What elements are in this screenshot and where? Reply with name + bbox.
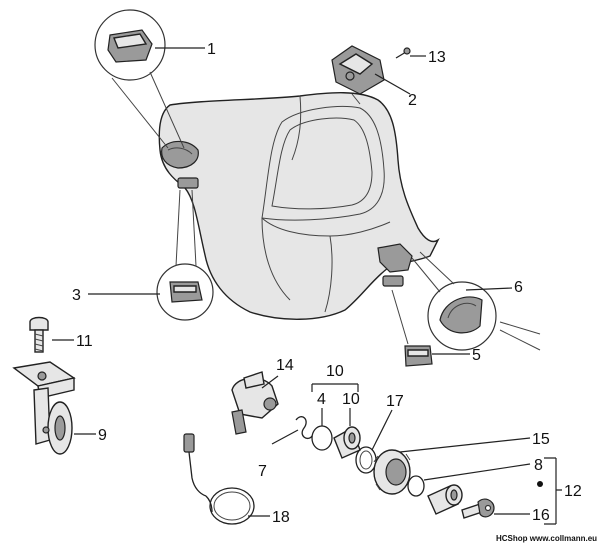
- washer-part-8: [407, 475, 425, 497]
- latch-part-2: [331, 45, 411, 105]
- label-16: 16: [532, 507, 550, 524]
- housing-part-15: [373, 449, 411, 495]
- label-4: 4: [317, 391, 326, 408]
- ring-part-4: [311, 425, 333, 451]
- label-1: 1: [207, 41, 216, 58]
- label-18: 18: [272, 509, 290, 526]
- part-5: [391, 289, 433, 367]
- label-7: 7: [258, 463, 267, 480]
- label-17: 17: [386, 393, 404, 410]
- label-6: 6: [514, 279, 523, 296]
- bush-part-10: [333, 426, 361, 459]
- spring-part-7: [295, 416, 313, 440]
- callout-part-3: [156, 189, 214, 321]
- label-11: 11: [76, 333, 93, 350]
- label-2: 2: [408, 92, 417, 109]
- socket-part-14: [231, 371, 279, 435]
- cable-part-18: [183, 433, 255, 525]
- leader-lines: [52, 47, 562, 525]
- body-shell: [158, 92, 440, 320]
- label-3: 3: [72, 287, 81, 304]
- key-part-16: [461, 498, 495, 519]
- label-12: 12: [564, 483, 582, 500]
- cylinder-part-12: [427, 484, 463, 515]
- label-10-group: 10: [326, 363, 344, 380]
- screw-part-11: [29, 316, 49, 353]
- label-10: 10: [342, 391, 360, 408]
- label-13: 13: [428, 49, 446, 66]
- label-5: 5: [472, 347, 481, 364]
- bracket-part-9: [12, 361, 76, 455]
- credit-text: HCShop www.collmann.eu: [496, 534, 597, 543]
- callout-part-1: [94, 9, 185, 149]
- label-8: 8: [534, 457, 543, 474]
- callout-part-6: [411, 251, 541, 351]
- label-14: 14: [276, 357, 294, 374]
- ring-part-17: [355, 446, 377, 474]
- label-9: 9: [98, 427, 107, 444]
- part-number-labels: 1 2 13 3 6 5 11 9 14 10 4 10 17 7 15 8 1…: [72, 41, 582, 526]
- label-15: 15: [532, 431, 550, 448]
